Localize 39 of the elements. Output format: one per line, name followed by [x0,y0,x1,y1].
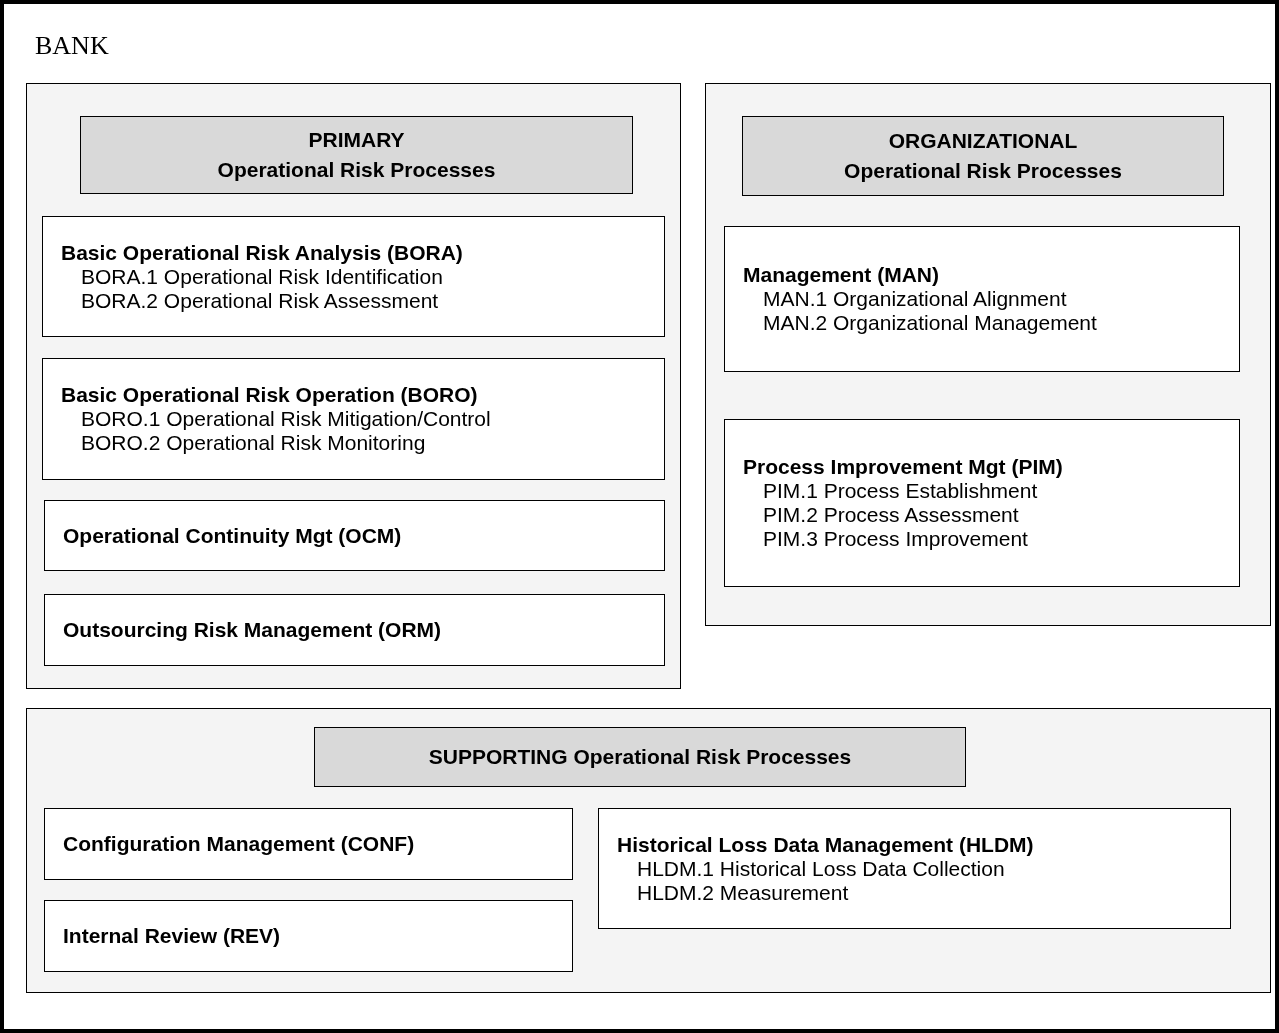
group-panel [705,83,1271,626]
group-heading: SUPPORTING Operational Risk Processes [428,744,852,770]
subprocess-text: PIM.1 Process Establishment [762,479,1039,503]
process-title: Configuration Management (CONF) [63,832,416,856]
process-box [724,226,1240,372]
subprocess-text: HLDM.1 Historical Loss Data Collection [636,856,1006,881]
subprocess-text: BORA.1 Operational Risk Identification [80,264,444,289]
process-box [42,358,665,480]
process-title: Process Improvement Mgt (PIM) [743,455,1064,479]
process-box [44,808,573,880]
group-panel [26,83,681,689]
header-box [80,116,633,194]
subprocess-text: BORA.2 Operational Risk Assessment [80,288,440,313]
subprocess-text: PIM.2 Process Assessment [762,503,1020,527]
subprocess-text: HLDM.2 Measurement [636,880,850,905]
group-heading: PRIMARY Operational Risk Processes [217,127,496,183]
subprocess-text: BORO.1 Operational Risk Mitigation/Control [80,407,492,431]
header-box [314,727,966,787]
subprocess-text: BORO.2 Operational Risk Monitoring [80,431,427,455]
process-box [44,500,665,571]
header-box [742,116,1224,196]
group-panel [26,708,1271,993]
subprocess-text: MAN.1 Organizational Alignment [762,287,1068,311]
process-box [44,594,665,666]
subprocess-text: MAN.2 Organizational Management [762,311,1098,335]
subprocess-text: PIM.3 Process Improvement [762,527,1029,551]
process-title: Basic Operational Risk Analysis (BORA) [61,240,464,265]
process-title: Operational Continuity Mgt (OCM) [63,523,403,548]
process-title: Historical Loss Data Management (HLDM) [617,832,1035,857]
process-box [598,808,1231,929]
process-box [44,900,573,972]
process-title: Management (MAN) [743,263,940,287]
group-heading: ORGANIZATIONAL Operational Risk Processes [844,128,1122,184]
bank-title: BANK [35,34,109,58]
process-title: Internal Review (REV) [63,924,282,948]
process-box [724,419,1240,587]
process-title: Outsourcing Risk Management (ORM) [63,618,443,642]
process-box [42,216,665,337]
process-title: Basic Operational Risk Operation (BORO) [61,383,479,407]
